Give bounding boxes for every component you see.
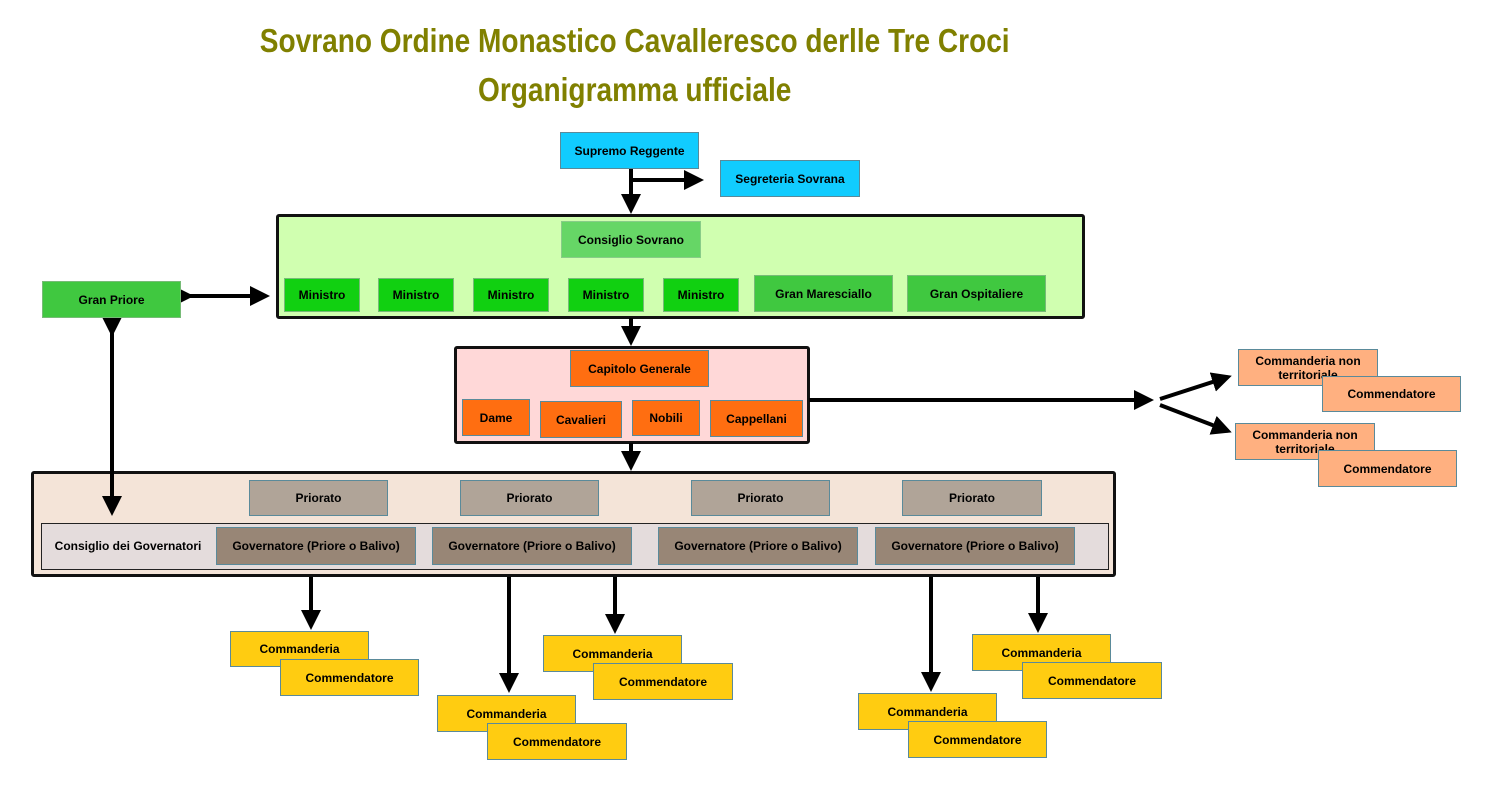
governatore: Governatore (Priore o Balivo) bbox=[875, 527, 1075, 565]
governatore: Governatore (Priore o Balivo) bbox=[216, 527, 416, 565]
segreteria-sovrana: Segreteria Sovrana bbox=[720, 160, 860, 197]
title-line1: Sovrano Ordine Monastico Cavalleresco de… bbox=[259, 22, 1010, 59]
priorato: Priorato bbox=[460, 480, 599, 516]
commendatore: Commendatore bbox=[1022, 662, 1162, 699]
governatore: Governatore (Priore o Balivo) bbox=[658, 527, 858, 565]
priorato: Priorato bbox=[691, 480, 830, 516]
gran-priore: Gran Priore bbox=[42, 281, 181, 318]
consiglio-governatori-label: Consiglio dei Governatori bbox=[54, 539, 202, 553]
ministro: Ministro bbox=[378, 278, 454, 312]
ministro: Ministro bbox=[473, 278, 549, 312]
priorato: Priorato bbox=[902, 480, 1042, 516]
cappellani: Cappellani bbox=[710, 400, 803, 437]
priorato: Priorato bbox=[249, 480, 388, 516]
capitolo-generale: Capitolo Generale bbox=[570, 350, 709, 387]
arrow bbox=[1159, 372, 1232, 401]
supremo-reggente: Supremo Reggente bbox=[560, 132, 699, 169]
ministro: Ministro bbox=[568, 278, 644, 312]
commendatore: Commendatore bbox=[487, 723, 627, 760]
consiglio-sovrano: Consiglio Sovrano bbox=[561, 221, 701, 258]
nobili: Nobili bbox=[632, 400, 700, 436]
commendatore: Commendatore bbox=[908, 721, 1047, 758]
ministro: Ministro bbox=[663, 278, 739, 312]
commendatore: Commendatore bbox=[280, 659, 419, 696]
ministro: Ministro bbox=[284, 278, 360, 312]
gran-maresciallo: Gran Maresciallo bbox=[754, 275, 893, 312]
gran-ospitaliere: Gran Ospitaliere bbox=[907, 275, 1046, 312]
cavalieri: Cavalieri bbox=[540, 401, 622, 438]
arrow bbox=[1159, 403, 1232, 435]
commendatore: Commendatore bbox=[593, 663, 733, 700]
title-line2: Organigramma ufficiale bbox=[478, 71, 792, 108]
commendatore: Commendatore bbox=[1322, 376, 1461, 412]
governatore: Governatore (Priore o Balivo) bbox=[432, 527, 632, 565]
dame: Dame bbox=[462, 399, 530, 436]
commendatore: Commendatore bbox=[1318, 450, 1457, 487]
